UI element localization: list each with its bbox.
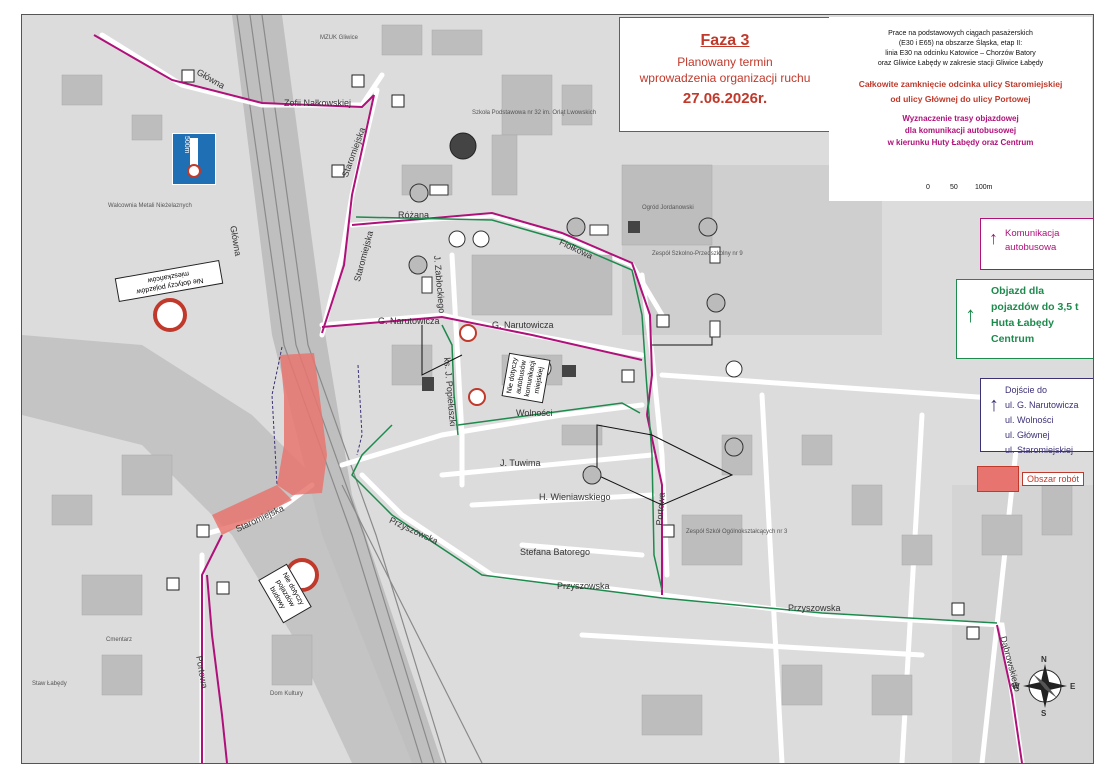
- detour-line: w kierunku Huty Łabędy oraz Centrum: [887, 138, 1034, 147]
- detour-line: dla komunikacji autobusowej: [904, 126, 1017, 135]
- phase-date: 27.06.2026r.: [682, 90, 768, 107]
- phase-subtitle-2: wprowadzenia organizacji ruchu: [639, 71, 811, 85]
- phase-subtitle-1: Planowany termin: [677, 55, 773, 69]
- map-canvas[interactable]: Zofii Nałkowskiej Staromiejska Różana G.…: [21, 14, 1094, 764]
- detour-line: Wyznaczenie trasy objazdowej: [902, 114, 1019, 123]
- legend-label: ul. Staromiejskiej: [1005, 445, 1074, 455]
- sign-distance: 500m: [183, 136, 190, 154]
- legend-label: Huta Łabędy: [991, 317, 1055, 329]
- arrow-up-icon: ↑: [965, 302, 976, 327]
- legend-label: ul. Głównej: [1005, 430, 1050, 440]
- legend-work-label: Obszar robót: [1022, 472, 1085, 486]
- legend-label: Objazd dla: [991, 285, 1045, 297]
- legend-label: Centrum: [991, 333, 1035, 345]
- project-line: oraz Gliwice Łabędy w zakresie stacji Gl…: [877, 60, 1044, 67]
- street-label: H. Wieniawskiego: [539, 492, 611, 502]
- scale-label: 0: [926, 184, 930, 191]
- street-label: Różana: [398, 210, 430, 220]
- compass-graphic: [1023, 664, 1067, 708]
- legend-work-swatch: [977, 466, 1019, 492]
- place-label: Cmentarz: [106, 637, 133, 643]
- legend-detour: ↑ Objazd dla pojazdów do 3,5 t Huta Łabędy…: [956, 279, 1093, 359]
- note-box: Nie dotyczy autobusów komunikacji miejsk…: [501, 352, 551, 404]
- scale-label: 100m: [975, 184, 993, 191]
- legend-label: pojazdów do 3,5 t: [991, 301, 1079, 313]
- project-info-box: Prace na podstawowych ciągach pasażerski…: [829, 17, 1092, 201]
- phase-title: Faza 3: [700, 32, 750, 49]
- work-area: [277, 353, 327, 495]
- compass-east: E: [1070, 682, 1076, 691]
- arrow-up-icon: ↑: [989, 394, 999, 416]
- place-label: Walcownia Metali Nieżelaznych: [108, 203, 192, 209]
- legend-label: Dojście do: [1005, 385, 1048, 395]
- direction-sign: 500m: [172, 133, 216, 185]
- place-label: Zespół Szkół Ogólnokształcących nr 3: [686, 529, 788, 535]
- closure-line: Całkowite zamknięcie odcinka ulicy Staro…: [858, 79, 1063, 89]
- arrow-up-icon: ↑: [989, 228, 998, 248]
- street-label: Wolności: [516, 408, 553, 418]
- street-label: J. Tuwima: [500, 458, 541, 468]
- river-area: [22, 335, 442, 763]
- place-label: Dom Kultury: [270, 691, 304, 697]
- arrow-icon: [190, 138, 198, 174]
- place-label: MZUK Gliwice: [320, 35, 359, 41]
- project-line: linia E30 na odcinku Katowice – Chorzów …: [885, 50, 1036, 57]
- phase-title-box: Faza 3 Planowany termin wprowadzenia orga…: [619, 17, 831, 132]
- legend-label: ul. Wolności: [1005, 415, 1054, 425]
- place-label: Szkoła Podstawowa nr 32 im. Orląt Lwowsk…: [472, 110, 597, 116]
- compass-south: S: [1041, 709, 1047, 718]
- detour-route: [351, 216, 998, 624]
- legend-access: ↑ Dojście do ul. G. Narutowicza ul. Wolnoś…: [980, 378, 1093, 455]
- bus-route: [93, 34, 1023, 763]
- street-label: Przyszowska: [788, 603, 841, 613]
- street-label: G. Narutowicza: [492, 320, 554, 330]
- project-line: Prace na podstawowych ciągach pasażerski…: [888, 30, 1033, 37]
- compass-west: W: [1012, 682, 1020, 691]
- legend-label: ul. G. Narutowicza: [1005, 400, 1079, 410]
- legend-label: autobusowa: [1005, 242, 1057, 253]
- street-label: Stefana Batorego: [520, 547, 591, 557]
- place-label: Zespół Szkolno-Przedszkolny nr 9: [652, 251, 743, 257]
- compass-north: N: [1041, 655, 1047, 664]
- street-label: G. Narutowicza: [378, 316, 440, 326]
- railway-area: [232, 15, 442, 763]
- legend-bus: ↑ Komunikacja autobusowa: [980, 218, 1093, 270]
- no-entry-icon: [187, 164, 201, 178]
- street-label: Przyszowska: [557, 581, 610, 591]
- legend-label: Komunikacja: [1005, 228, 1060, 239]
- project-line: (E30 i E65) na obszarze Śląska, etap II:: [898, 40, 1023, 47]
- street-label: Zofii Nałkowskiej: [284, 98, 352, 108]
- place-label: Ogród Jordanowski: [642, 205, 694, 211]
- scale-label: 50: [950, 184, 958, 191]
- place-label: Staw Łabędy: [32, 681, 67, 687]
- closure-line: od ulicy Głównej do ulicy Portowej: [890, 94, 1031, 104]
